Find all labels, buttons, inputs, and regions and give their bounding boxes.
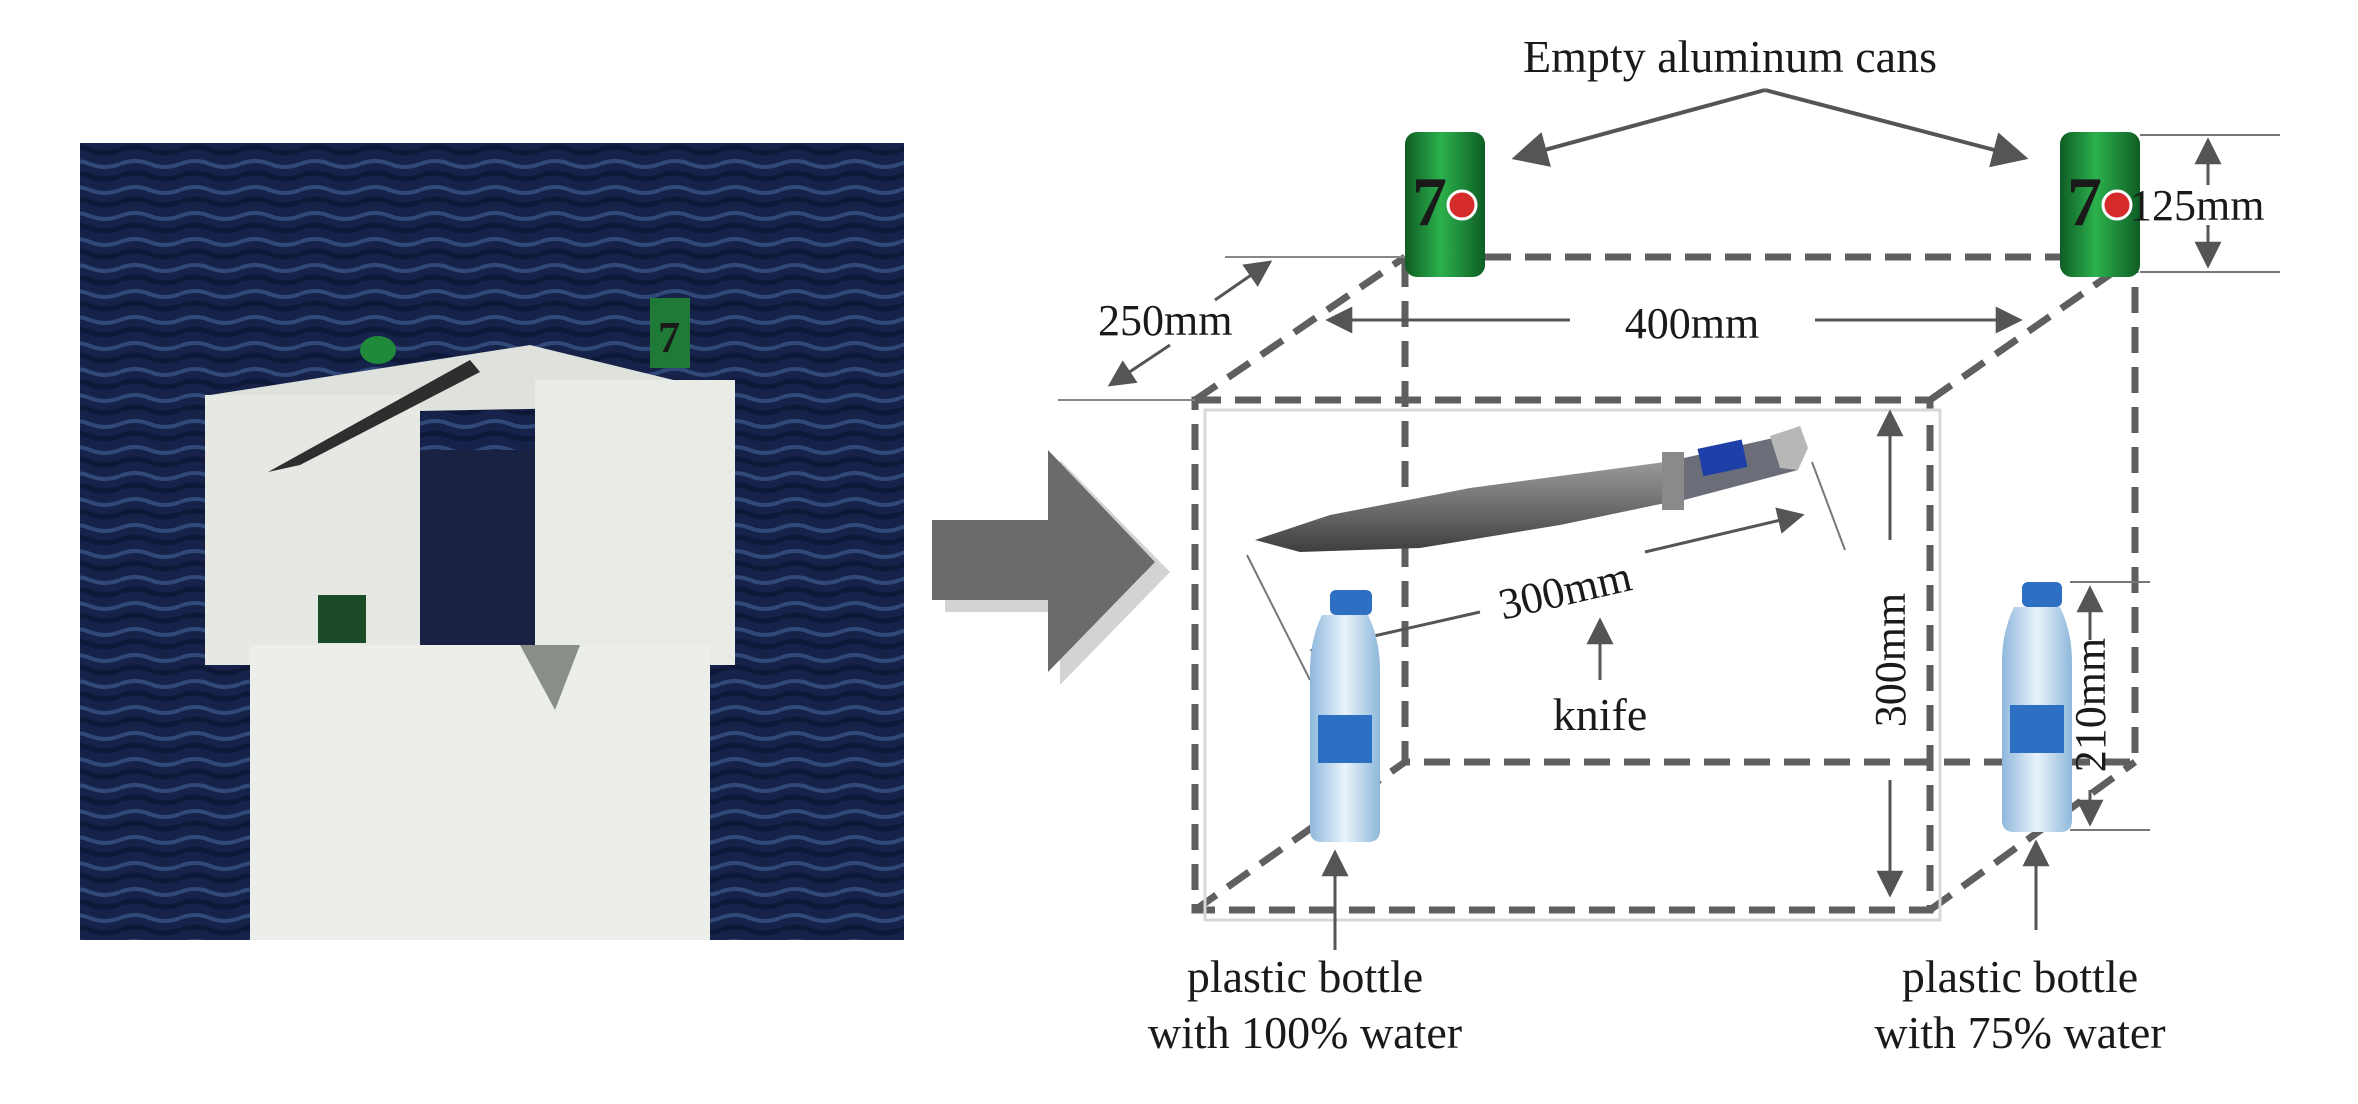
photo-foam-left-post xyxy=(205,395,420,665)
box-front-face xyxy=(1191,396,1934,914)
can-right-logo: 7 xyxy=(2067,164,2102,241)
box-edge-top-left xyxy=(1193,254,1407,403)
width-label: 400mm xyxy=(1625,299,1759,348)
knife-ext-line-left xyxy=(1246,554,1311,681)
big-arrow xyxy=(932,450,1155,672)
photo-foam-right-post xyxy=(535,380,735,665)
depth-arrow-down xyxy=(1107,343,1171,387)
can-height-label: 125mm xyxy=(2130,181,2264,230)
cans-label: Empty aluminum cans xyxy=(1523,31,1937,82)
photo-can-right xyxy=(650,298,690,368)
bottle-right-caption-2: with 75% water xyxy=(1874,1007,2165,1058)
photo-foam-opening xyxy=(420,450,535,665)
knife-label: knife xyxy=(1553,689,1648,740)
can-right: 7 xyxy=(2060,132,2140,277)
dashed-box xyxy=(1191,253,2139,914)
box-edge-bottom-right xyxy=(1927,759,2138,913)
knife-ext-line-right xyxy=(1811,461,1846,551)
can-left-logo: 7 xyxy=(1412,164,1447,241)
photo-can-logo: 7 xyxy=(658,313,680,362)
box-front-shadow xyxy=(1203,408,1942,922)
knife-handle-inlay xyxy=(1697,439,1748,477)
bottle-left xyxy=(1310,590,1380,842)
cans-arrow-left xyxy=(1511,88,1766,167)
knife-blade xyxy=(1255,462,1670,552)
knife-pommel xyxy=(1770,426,1808,470)
depth-label: 250mm xyxy=(1098,296,1232,345)
bottle-right-caption-1: plastic bottle xyxy=(1902,951,2138,1002)
knife-illustration xyxy=(1255,426,1808,552)
box-height-label: 300mm xyxy=(1866,593,1915,727)
bottle-left-caption-2: with 100% water xyxy=(1148,1007,1462,1058)
box-edge-top-right xyxy=(1927,254,2138,403)
photo-knife xyxy=(268,360,480,472)
knife-length-label: 300mm xyxy=(1494,551,1636,629)
photo-can-left xyxy=(360,336,396,364)
bottle-right xyxy=(2002,582,2072,832)
bottle-height-label: 210mm xyxy=(2066,638,2115,772)
can-left: 7 xyxy=(1405,132,1485,277)
depth-arrow-up xyxy=(1214,260,1273,302)
photo-foam-block xyxy=(250,645,710,940)
cans-arrow-right xyxy=(1764,88,2029,168)
photo-block-shadow xyxy=(520,645,580,710)
knife-length-arrow-right xyxy=(1644,507,1805,554)
knife-guard xyxy=(1662,452,1684,510)
bottle-left-caption-1: plastic bottle xyxy=(1187,951,1423,1002)
photo-bottle-glimpse xyxy=(318,595,366,643)
photo-panel: 7 xyxy=(80,143,904,940)
